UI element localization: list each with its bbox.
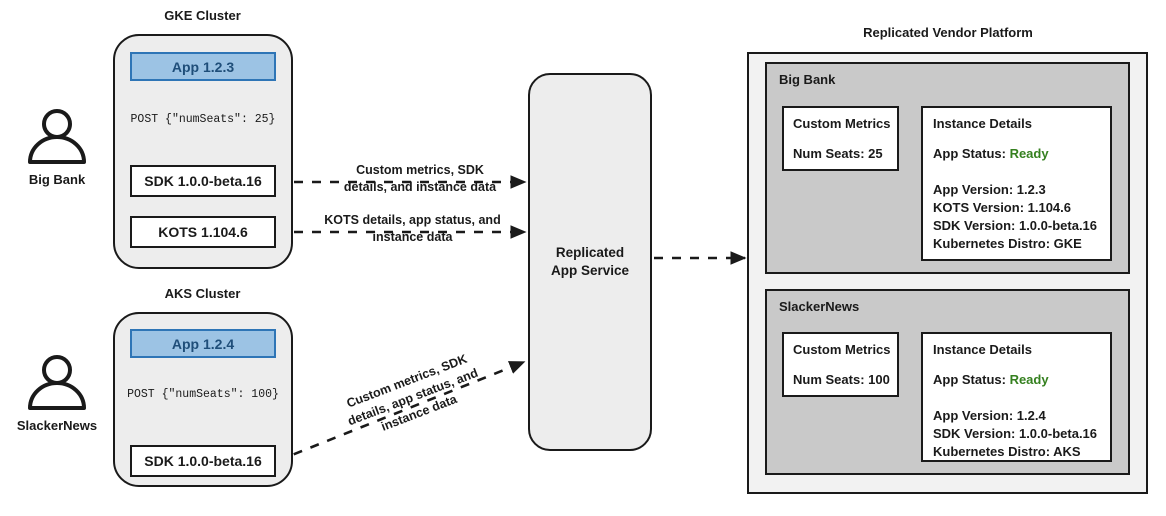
instance-details-title-big-bank: Instance Details [933, 116, 1032, 131]
platform-title: Replicated Vendor Platform [863, 25, 1033, 40]
flow-label-aks: Custom metrics, SDK details, app status,… [315, 340, 511, 455]
detail-line-k8s-distro-slackernews: Kubernetes Distro: AKS [933, 444, 1081, 459]
detail-line-k8s-distro-big-bank: Kubernetes Distro: GKE [933, 236, 1082, 251]
app-status-row-big-bank: App Status: Ready [933, 146, 1049, 161]
aks-app-box[interactable]: App 1.2.4 [130, 329, 276, 358]
person-icon [25, 108, 89, 166]
tenant-name-slackernews: SlackerNews [779, 299, 860, 314]
flow-label-aks-wrapper: Custom metrics, SDK details, app status,… [318, 352, 508, 438]
gke-cluster-title: GKE Cluster [164, 8, 241, 23]
actor-label-big-bank: Big Bank [28, 172, 86, 187]
actor-label-slackernews: SlackerNews [16, 418, 98, 433]
aks-cluster-title: AKS Cluster [164, 286, 241, 301]
person-icon [25, 354, 89, 412]
custom-metrics-value-slackernews: Num Seats: 100 [793, 372, 890, 387]
detail-line-sdk-version-slackernews: SDK Version: 1.0.0-beta.16 [933, 426, 1098, 441]
custom-metrics-title-slackernews: Custom Metrics [793, 342, 891, 357]
detail-line-sdk-version-big-bank: SDK Version: 1.0.0-beta.16 [933, 218, 1098, 233]
detail-line-kots-version-big-bank: KOTS Version: 1.104.6 [933, 200, 1072, 215]
service-title-line1: Replicated [555, 244, 625, 260]
flow-label-sdk-line1: Custom metrics, SDK [356, 163, 484, 177]
detail-line-app-version-big-bank: App Version: 1.2.3 [933, 182, 1046, 197]
status-badge-slackernews: Ready [1009, 372, 1049, 387]
flow-label-sdk: Custom metrics, SDK details, and instanc… [330, 162, 510, 195]
aks-post-label: POST {"numSeats": 100} [127, 388, 279, 401]
flow-label-kots: KOTS details, app status, and instance d… [315, 212, 510, 245]
gke-sdk-box[interactable]: SDK 1.0.0-beta.16 [130, 165, 276, 197]
gke-app-box[interactable]: App 1.2.3 [130, 52, 276, 81]
service-title-line2: App Service [550, 263, 630, 278]
gke-kots-box[interactable]: KOTS 1.104.6 [130, 216, 276, 248]
flow-label-kots-line1: KOTS details, app status, and [324, 213, 501, 227]
instance-details-panel-slackernews [921, 332, 1112, 462]
custom-metrics-panel-slackernews [782, 332, 899, 397]
custom-metrics-panel-big-bank [782, 106, 899, 171]
flow-label-sdk-line2: details, and instance data [343, 179, 497, 194]
status-badge-big-bank: Ready [1009, 146, 1049, 161]
custom-metrics-value-big-bank: Num Seats: 25 [793, 146, 883, 161]
instance-details-panel-big-bank [921, 106, 1112, 261]
gke-post-label: POST {"numSeats": 25} [130, 113, 276, 126]
replicated-app-service-box[interactable]: Replicated App Service [528, 73, 652, 451]
flow-label-kots-line2: instance data [372, 229, 453, 244]
app-status-label-big-bank: App Status: [933, 146, 1010, 161]
tenant-name-big-bank: Big Bank [779, 72, 836, 87]
detail-line-app-version-slackernews: App Version: 1.2.4 [933, 408, 1046, 423]
app-status-label-slackernews: App Status: [933, 372, 1010, 387]
instance-details-title-slackernews: Instance Details [933, 342, 1032, 357]
app-status-row-slackernews: App Status: Ready [933, 372, 1049, 387]
custom-metrics-title-big-bank: Custom Metrics [793, 116, 891, 131]
aks-sdk-box[interactable]: SDK 1.0.0-beta.16 [130, 445, 276, 477]
